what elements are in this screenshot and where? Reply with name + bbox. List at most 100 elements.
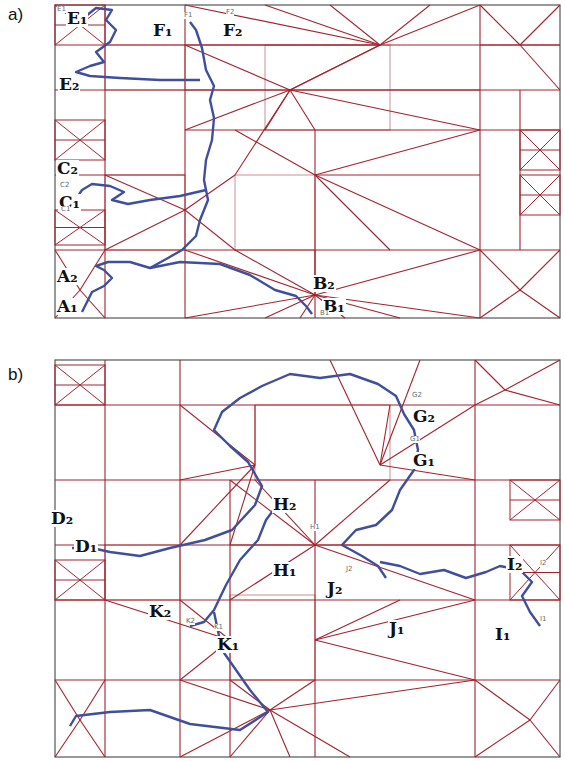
mesh-edge bbox=[505, 390, 560, 405]
mesh-edge bbox=[185, 250, 315, 295]
mesh-edge bbox=[235, 130, 315, 175]
mesh-edge bbox=[180, 710, 270, 757]
point-label: E₂ bbox=[58, 76, 80, 93]
mesh-edge bbox=[55, 210, 105, 245]
mesh-edge bbox=[55, 544, 560, 545]
mesh-edge bbox=[55, 580, 105, 581]
mesh-edge bbox=[315, 600, 475, 640]
mesh-edge bbox=[55, 120, 105, 160]
point-label: H₁ bbox=[272, 562, 298, 579]
mesh-edge bbox=[185, 45, 290, 90]
point-label: A₂ bbox=[56, 268, 79, 285]
mesh-edge bbox=[475, 720, 530, 757]
mesh-edge bbox=[520, 130, 560, 170]
mesh-edge bbox=[235, 250, 315, 295]
mesh-edge bbox=[315, 295, 400, 318]
path-line bbox=[78, 184, 206, 204]
mesh-edge bbox=[475, 680, 530, 720]
mesh-cell bbox=[55, 360, 560, 757]
mesh-edge bbox=[380, 5, 430, 45]
mesh-edge bbox=[474, 360, 475, 757]
mesh-cell bbox=[510, 480, 560, 520]
mesh-edge bbox=[315, 175, 390, 250]
mesh-edge bbox=[290, 45, 380, 90]
mesh-edge bbox=[270, 710, 350, 757]
mesh-edge bbox=[55, 479, 560, 480]
mesh-edge bbox=[520, 150, 560, 151]
mesh-edge bbox=[230, 544, 315, 545]
mesh-edge bbox=[55, 5, 105, 45]
mesh-edge bbox=[184, 5, 185, 318]
mesh-edge bbox=[185, 90, 290, 130]
mesh-cell bbox=[55, 560, 105, 600]
mesh-edge bbox=[480, 5, 520, 45]
path-line bbox=[150, 262, 312, 314]
mesh-edge bbox=[315, 295, 345, 318]
mesh-edge bbox=[185, 210, 235, 250]
mesh-edge bbox=[290, 89, 480, 90]
point-label: C₂ bbox=[56, 160, 79, 177]
mesh-edge bbox=[520, 5, 560, 45]
point-tag: I2 bbox=[540, 560, 547, 567]
mesh-edge bbox=[475, 390, 505, 405]
mesh-cell bbox=[55, 120, 105, 160]
mesh-edge bbox=[315, 175, 480, 250]
mesh-edge bbox=[255, 480, 315, 545]
mesh-edge bbox=[314, 480, 315, 757]
mesh-edge bbox=[179, 360, 180, 757]
mesh-edge bbox=[180, 465, 255, 545]
point-tag: B1 bbox=[320, 310, 329, 317]
mesh-edge bbox=[55, 89, 560, 90]
mesh-edge bbox=[290, 90, 315, 130]
mesh-edge bbox=[55, 560, 105, 600]
point-label: F₂ bbox=[222, 22, 244, 39]
mesh-cell bbox=[520, 175, 560, 215]
mesh-edge bbox=[180, 680, 270, 710]
mesh-edge bbox=[55, 249, 560, 250]
mesh-edge bbox=[55, 680, 80, 720]
mesh-edge bbox=[55, 720, 80, 757]
point-tag: K1 bbox=[214, 624, 223, 631]
mesh-edge bbox=[530, 680, 560, 720]
mesh-edge bbox=[380, 5, 480, 45]
panel-label: b) bbox=[8, 366, 23, 383]
mesh-cell bbox=[55, 5, 105, 45]
mesh-edge bbox=[55, 365, 105, 405]
mesh-edge bbox=[185, 129, 560, 130]
point-label: B₂ bbox=[312, 275, 336, 292]
point-tag: J2 bbox=[346, 566, 353, 573]
mesh-edge bbox=[55, 250, 80, 290]
mesh-edge bbox=[55, 385, 105, 386]
mesh-edge bbox=[105, 210, 185, 250]
point-tag: C1 bbox=[61, 206, 70, 213]
mesh-edge bbox=[520, 195, 560, 196]
mesh-edge bbox=[185, 5, 380, 45]
point-tag: K2 bbox=[186, 618, 195, 625]
mesh-edge bbox=[520, 130, 560, 170]
mesh-edge bbox=[80, 720, 105, 757]
point-label: K₂ bbox=[148, 603, 172, 620]
mesh-edge bbox=[510, 500, 560, 501]
path-line bbox=[190, 508, 275, 626]
point-tag: E1 bbox=[57, 6, 66, 13]
mesh-edge bbox=[235, 90, 290, 175]
path-line bbox=[82, 22, 214, 312]
mesh-edge bbox=[270, 710, 290, 757]
mesh-edge bbox=[105, 175, 185, 210]
mesh-cell bbox=[105, 175, 185, 250]
mesh-edge bbox=[520, 250, 560, 290]
mesh-edge bbox=[290, 90, 480, 130]
mesh-edge bbox=[55, 560, 105, 600]
point-tag: G2 bbox=[412, 392, 422, 399]
mesh-edge bbox=[480, 290, 520, 318]
point-label: A₁ bbox=[56, 298, 79, 315]
mesh-edge bbox=[55, 599, 560, 600]
point-tag: H1 bbox=[310, 524, 320, 531]
mesh-edge bbox=[55, 404, 560, 405]
mesh-cell bbox=[235, 175, 315, 250]
mesh-edge bbox=[55, 290, 80, 318]
mesh-edge bbox=[315, 295, 480, 318]
mesh-edge bbox=[480, 44, 520, 45]
mesh-edge bbox=[55, 210, 105, 245]
